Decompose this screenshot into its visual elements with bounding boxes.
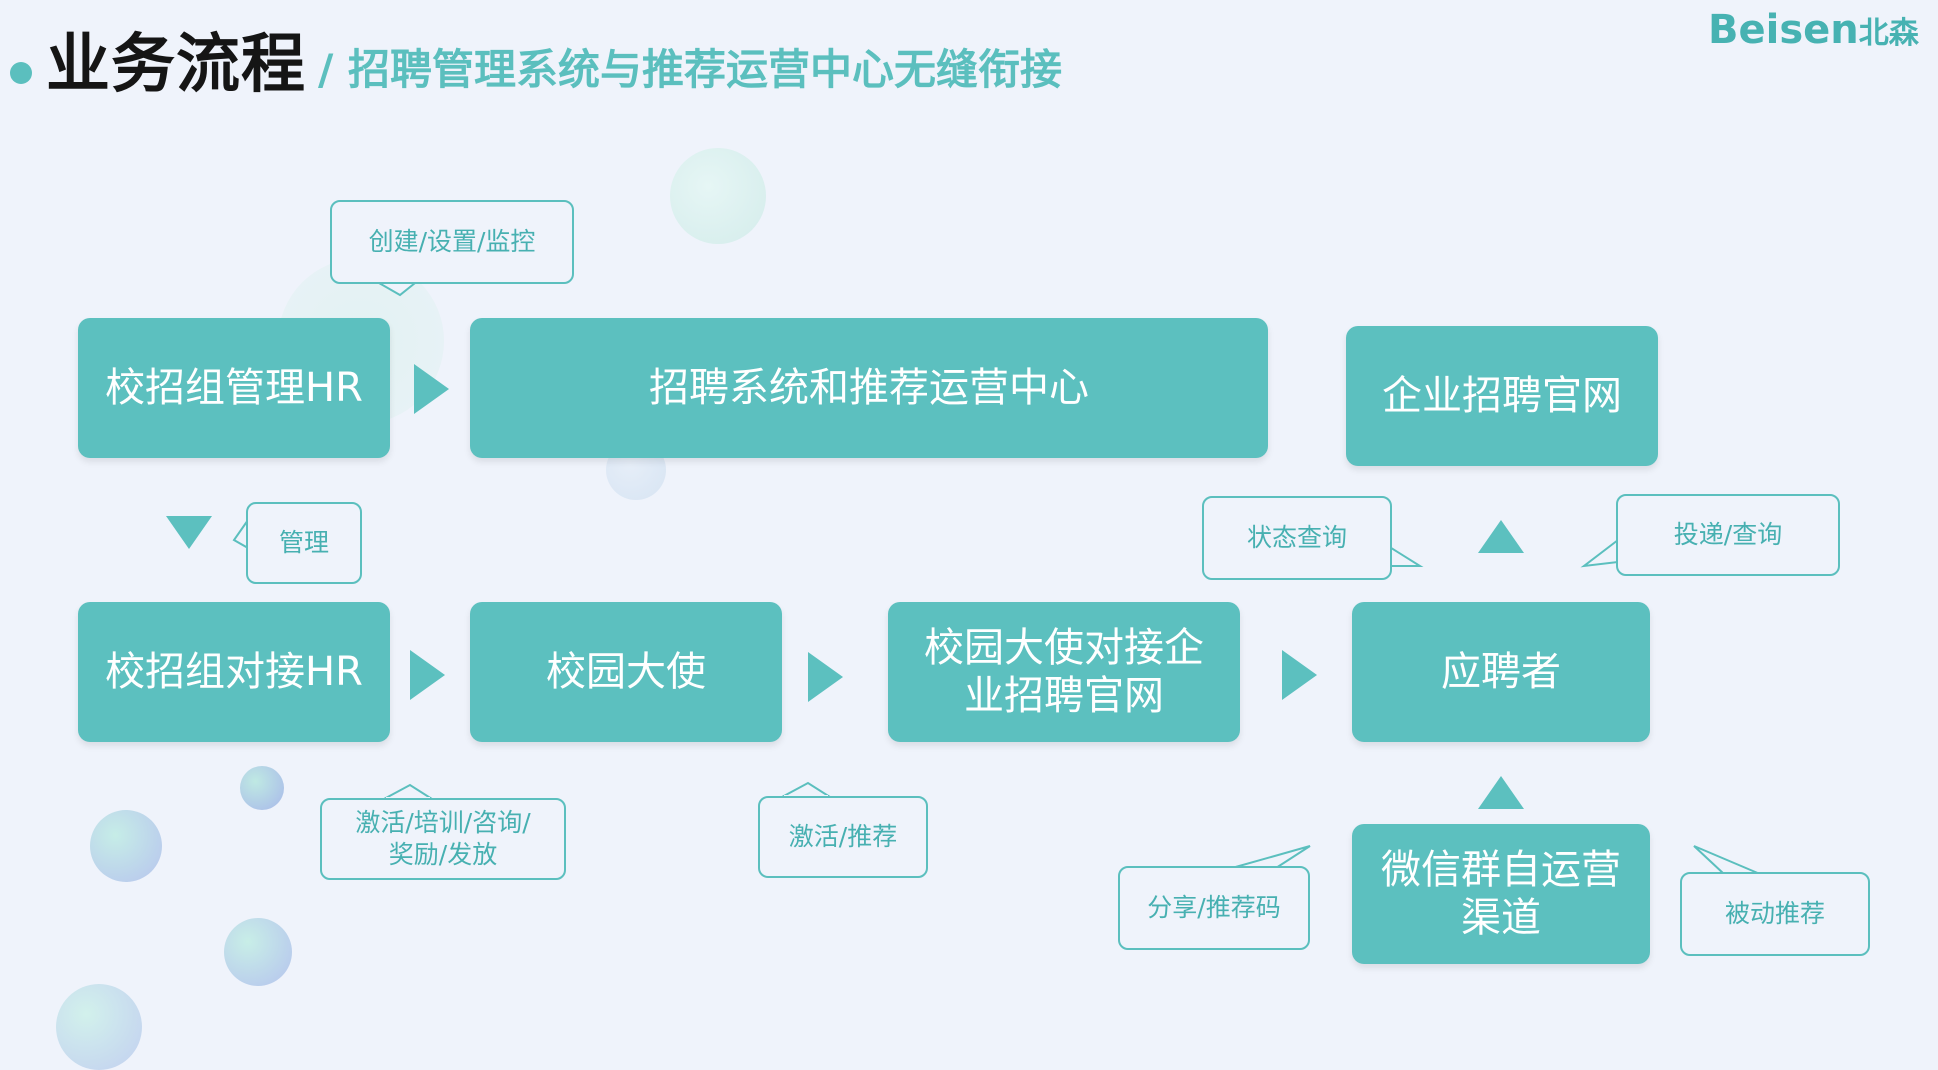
- logo-text: Beisen: [1708, 7, 1859, 53]
- arrow-up-icon: [1478, 520, 1524, 553]
- node-ambassador: 校园大使: [470, 602, 782, 742]
- page-title: 业务流程: [46, 28, 306, 102]
- tail-activate: [383, 783, 436, 800]
- callout-deliver: 投递/查询: [1616, 494, 1840, 576]
- node-applicant: 应聘者: [1352, 602, 1650, 742]
- node-system-center: 招聘系统和推荐运营中心: [470, 318, 1268, 458]
- tail-deliver: [1580, 537, 1619, 568]
- brand-logo: Beisen北森: [1708, 6, 1919, 58]
- callout-share: 分享/推荐码: [1118, 866, 1310, 950]
- decor-circle: [670, 148, 766, 244]
- callout-passive: 被动推荐: [1680, 872, 1870, 956]
- node-hr-contact: 校招组对接HR: [78, 602, 390, 742]
- arrow-right-icon: [410, 650, 445, 700]
- callout-manage: 管理: [246, 502, 362, 584]
- arrow-up-icon: [1478, 776, 1524, 809]
- node-official-site: 企业招聘官网: [1346, 326, 1658, 466]
- arrow-right-icon: [414, 364, 449, 414]
- logo-cn: 北森: [1858, 16, 1919, 51]
- callout-activate: 激活/培训/咨询/ 奖励/发放: [320, 798, 566, 880]
- tail-status: [1387, 544, 1424, 567]
- node-hr-manager: 校招组管理HR: [78, 318, 390, 458]
- callout-status: 状态查询: [1202, 496, 1392, 580]
- tail-passive: [1693, 845, 1761, 875]
- page-subtitle: / 招聘管理系统与推荐运营中心无缝衔接: [318, 45, 1062, 94]
- arrow-right-icon: [1282, 650, 1317, 700]
- tail-share: [1231, 845, 1311, 869]
- title-dot: [10, 62, 32, 84]
- callout-activate-recommend: 激活/推荐: [758, 796, 928, 878]
- arrow-right-icon: [808, 652, 843, 702]
- node-wechat-channel: 微信群自运营 渠道: [1352, 824, 1650, 964]
- decor-circle: [240, 766, 284, 810]
- arrow-down-icon: [166, 516, 212, 549]
- callout-create: 创建/设置/监控: [330, 200, 574, 284]
- tail-activate-recommend: [781, 781, 834, 798]
- decor-circle: [224, 918, 292, 986]
- decor-circle: [90, 810, 162, 882]
- node-ambassador-site: 校园大使对接企 业招聘官网: [888, 602, 1240, 742]
